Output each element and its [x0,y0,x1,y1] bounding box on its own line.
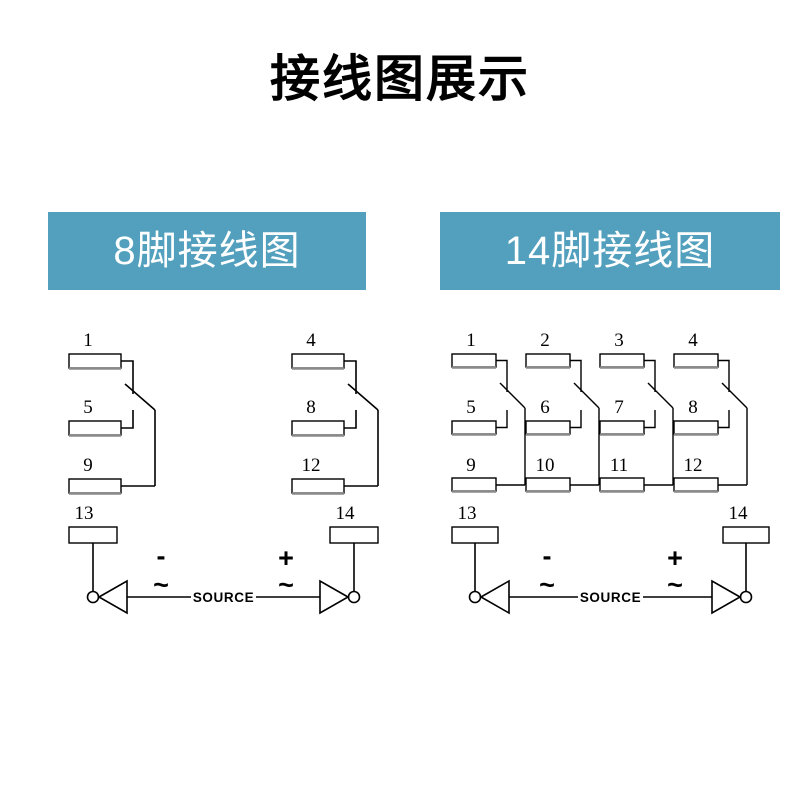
source-node-right [739,590,753,604]
contact-group-1-5-9: 1 5 9 [68,330,156,495]
terminal-block-9 [68,478,122,494]
pin-label-9: 9 [466,455,476,476]
pin-label-12: 12 [684,455,703,476]
terminal-block-12 [291,478,345,494]
source-arrow-right-icon [711,579,742,615]
ac-symbol-left: ~ [153,570,169,600]
banner-8-pin-label: 8脚接线图 [113,229,301,273]
pin-label-8: 8 [688,397,698,418]
switch-arm-2 [573,382,600,409]
switch-arm-3 [647,382,674,409]
terminal-block-5 [451,420,497,435]
lead-wire-8 [718,410,730,429]
coil-source-section-8-pin: 13 14 SOURCE - ~ + ~ [68,503,379,615]
terminal-block-11 [599,477,645,492]
pin-label-9: 9 [83,455,93,476]
contact-group-3-7-11: 3 7 11 [599,330,674,493]
source-label: SOURCE [580,590,641,605]
pin-label-2: 2 [540,330,550,351]
switch-arm-1 [499,382,526,409]
terminal-block-14 [722,526,770,544]
ac-symbol-left: ~ [539,570,555,600]
polarity-negative: - [157,541,166,571]
source-node-right [347,590,361,604]
polarity-positive: + [278,543,294,573]
lead-wire-7 [644,410,656,429]
pin-label-14: 14 [336,503,356,524]
pin-label-13: 13 [458,503,477,524]
terminal-block-8 [291,420,345,436]
lead-wire-3 [644,359,656,392]
lead-wire-2 [570,359,582,392]
pin-label-10: 10 [536,455,555,476]
ac-symbol-right: ~ [278,570,294,600]
lead-wire-5 [496,410,508,429]
pin-label-13: 13 [75,503,94,524]
pin-label-5: 5 [466,397,476,418]
terminal-block-12 [673,477,719,492]
terminal-block-9 [451,477,497,492]
terminal-block-7 [599,420,645,435]
terminal-block-5 [68,420,122,436]
pin-label-4: 4 [688,330,698,351]
schematic-14-pin: 1 5 9 2 6 10 3 7 [451,330,770,615]
terminal-block-2 [525,353,571,368]
wiring-diagram-14-pin: 1 5 9 2 6 10 3 7 [445,322,785,622]
terminal-block-4 [673,353,719,368]
source-arrow-left-icon [97,579,128,615]
source-arrow-right-icon [319,579,350,615]
pin-label-12: 12 [302,455,321,476]
lead-wire-6 [570,410,582,429]
switch-arm-4 [347,383,379,411]
terminal-block-13 [68,526,118,544]
banner-14-pin-label: 14脚接线图 [504,229,716,273]
pin-label-3: 3 [614,330,624,351]
pin-label-14: 14 [729,503,749,524]
lead-wire-8 [344,410,357,429]
terminal-block-4 [291,353,345,369]
contact-group-2-6-10: 2 6 10 [525,330,600,493]
switch-arm-1 [124,383,156,411]
source-label: SOURCE [193,590,254,605]
coil-source-section-14-pin: 13 14 SOURCE - ~ + ~ [451,503,770,615]
terminal-block-6 [525,420,571,435]
schematic-8-pin: 1 5 9 4 8 12 [68,330,379,615]
banner-8-pin: 8脚接线图 [48,212,366,290]
terminal-block-8 [673,420,719,435]
lead-wire-1 [121,360,134,394]
lead-wire-4 [718,359,730,392]
ac-symbol-right: ~ [667,570,683,600]
terminal-block-1 [451,353,497,368]
wiring-diagram-8-pin: 1 5 9 4 8 12 [55,322,385,622]
pin-label-7: 7 [614,397,624,418]
source-node-left [86,590,100,604]
pin-label-4: 4 [306,330,316,351]
source-arrow-left-icon [479,579,510,615]
source-node-left [468,590,482,604]
pin-label-6: 6 [540,397,550,418]
banner-14-pin: 14脚接线图 [440,212,780,290]
pin-label-1: 1 [466,330,476,351]
lead-wire-4 [344,360,357,394]
page-title: 接线图展示 [270,51,530,107]
contact-group-4-8-12: 4 8 12 [673,330,748,493]
contact-group-1-5-9: 1 5 9 [451,330,526,493]
terminal-block-1 [68,353,122,369]
lead-wire-5 [121,410,134,429]
pin-label-11: 11 [610,455,628,476]
pin-label-8: 8 [306,397,316,418]
pin-label-1: 1 [83,330,93,351]
pin-label-5: 5 [83,397,93,418]
terminal-block-14 [329,526,379,544]
lead-wire-1 [496,359,508,392]
switch-arm-4 [721,382,748,409]
polarity-positive: + [667,543,683,573]
terminal-block-3 [599,353,645,368]
contact-group-4-8-12: 4 8 12 [291,330,379,495]
polarity-negative: - [543,541,552,571]
terminal-block-10 [525,477,571,492]
terminal-block-13 [451,526,499,544]
